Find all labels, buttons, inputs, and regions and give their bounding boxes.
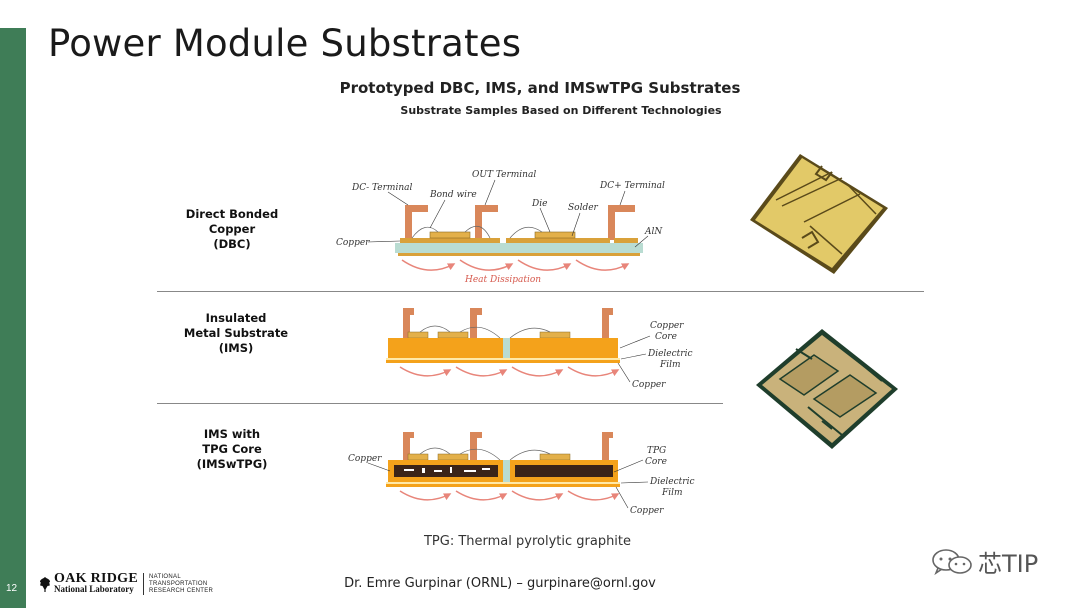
label-dielectric: Film — [659, 360, 681, 370]
tpg-core — [515, 465, 613, 477]
top-copper — [506, 238, 610, 243]
terminal — [602, 432, 613, 460]
row-label-line: TPG Core — [202, 442, 262, 456]
page-number: 12 — [6, 583, 18, 594]
label-copper-core: Core — [655, 332, 677, 342]
row-label-line: Copper — [208, 222, 256, 236]
dbc-diagram: DC- Terminal Bond wire OUT Terminal Die … — [336, 170, 665, 285]
logo-ntrc-line: RESEARCH CENTER — [149, 587, 214, 594]
logo-line1: OAK RIDGE — [54, 571, 138, 586]
row-divider — [157, 403, 723, 404]
bottom-copper — [398, 253, 640, 256]
label-bond-wire: Bond wire — [429, 190, 477, 200]
label-copper: Copper — [630, 506, 664, 516]
label-dielectric: Dielectric — [649, 477, 695, 487]
terminal — [470, 432, 482, 460]
watermark: 芯TIP — [930, 544, 1038, 579]
row-label-line: IMS with — [203, 427, 261, 441]
logo-separator — [143, 573, 144, 595]
aln-ceramic — [395, 243, 643, 253]
top-copper — [400, 238, 500, 243]
accent-bar — [0, 28, 26, 608]
label-copper: Copper — [336, 238, 370, 248]
terminal — [602, 308, 613, 340]
label-solder: Solder — [568, 203, 599, 213]
row-label-line: Metal Substrate — [183, 326, 289, 340]
footer-author: Dr. Emre Gurpinar (ORNL) – gurpinare@orn… — [344, 576, 656, 591]
ornl-logo: OAK RIDGE National Laboratory NATIONAL T… — [38, 571, 213, 595]
dbc-sample-photo — [750, 154, 888, 274]
row-label-dbc: Direct Bonded Copper (DBC) — [162, 207, 302, 252]
wechat-icon — [932, 548, 972, 575]
top-copper — [614, 238, 638, 243]
label-tpg-core: TPG — [647, 446, 666, 456]
label-out-terminal: OUT Terminal — [472, 170, 536, 180]
row-label-ims: Insulated Metal Substrate (IMS) — [166, 311, 306, 356]
dielectric-film — [386, 358, 620, 360]
slide-title: Power Module Substrates — [48, 22, 522, 65]
row-label-imswtpg: IMS with TPG Core (IMSwTPG) — [162, 427, 302, 472]
logo-line2: National Laboratory — [54, 584, 134, 594]
terminal — [403, 432, 414, 460]
label-dc-plus: DC+ Terminal — [599, 181, 665, 191]
label-tpg-core: Core — [645, 457, 667, 467]
row-label-line: (IMSwTPG) — [196, 457, 268, 471]
watermark-text: 芯TIP — [978, 550, 1039, 578]
oak-leaf-icon — [40, 577, 50, 592]
imswtpg-sample-photo — [756, 329, 898, 449]
label-dielectric: Dielectric — [647, 349, 693, 359]
tpg-note: TPG: Thermal pyrolytic graphite — [423, 534, 632, 549]
row-label-line: Insulated — [205, 311, 267, 325]
die — [534, 231, 576, 239]
row-label-line: Direct Bonded — [185, 207, 279, 221]
bottom-copper — [386, 360, 620, 363]
copper-core — [388, 338, 503, 358]
out-terminal — [475, 205, 498, 240]
logo-ntrc-line: TRANSPORTATION — [149, 580, 208, 587]
imswtpg-diagram: Copper TPG Core Dielectric Film Copper — [348, 432, 695, 516]
copper-core — [510, 338, 618, 358]
row-label-line: (IMS) — [218, 341, 254, 355]
slide-subtitle: Prototyped DBC, IMS, and IMSwTPG Substra… — [0, 79, 1080, 97]
row-divider — [157, 291, 924, 292]
label-dielectric: Film — [661, 488, 683, 498]
slide-caption: Substrate Samples Based on Different Tec… — [400, 104, 722, 117]
tpg-core — [394, 465, 498, 477]
dc-plus-terminal — [608, 205, 635, 240]
label-copper-core: Copper — [650, 321, 684, 331]
label-heat-dissipation: Heat Dissipation — [464, 275, 541, 285]
logo-ntrc: NATIONAL TRANSPORTATION RESEARCH CENTER — [149, 574, 213, 595]
logo-ntrc-line: NATIONAL — [149, 573, 181, 580]
ims-diagram: Copper Core Dielectric Film Copper — [386, 308, 693, 390]
subtitle-text: Prototyped DBC, IMS, and IMSwTPG Substra… — [339, 79, 741, 97]
label-copper: Copper — [348, 454, 382, 464]
dc-minus-terminal — [405, 205, 428, 240]
label-dc-minus: DC- Terminal — [351, 183, 413, 193]
label-copper: Copper — [632, 380, 666, 390]
terminal — [470, 308, 482, 340]
die — [429, 231, 471, 239]
label-aln: AlN — [644, 227, 663, 237]
terminal — [403, 308, 414, 340]
substrate-cross-sections: DC- Terminal Bond wire OUT Terminal Die … — [336, 170, 695, 516]
label-die: Die — [531, 199, 547, 209]
row-label-line: (DBC) — [213, 237, 251, 251]
